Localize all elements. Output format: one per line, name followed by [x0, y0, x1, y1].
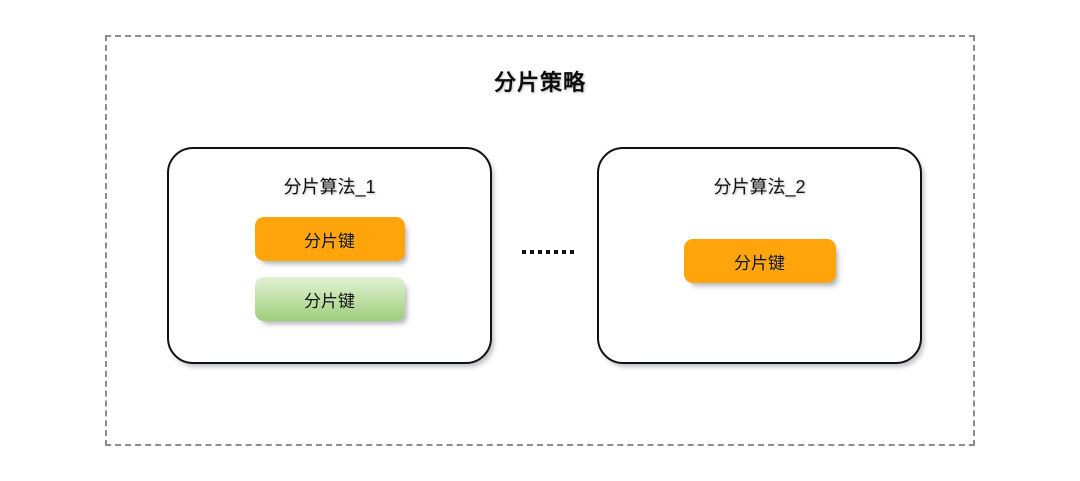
ellipsis-dot [538, 250, 542, 254]
algorithm-card-1[interactable]: 分片算法_1 分片键 分片键 [167, 147, 492, 364]
ellipsis-separator [522, 250, 574, 254]
algorithm-card-1-key-list: 分片键 分片键 [169, 217, 490, 321]
page-title: 分片策略 [493, 70, 586, 95]
ellipsis-dot [522, 250, 526, 254]
shard-key-chip[interactable]: 分片键 [254, 277, 405, 321]
algorithm-card-2[interactable]: 分片算法_2 分片键 [597, 147, 922, 364]
shard-key-chip[interactable]: 分片键 [254, 217, 405, 261]
ellipsis-dot [570, 250, 574, 254]
ellipsis-dot [562, 250, 566, 254]
ellipsis-dot [546, 250, 550, 254]
ellipsis-dot [530, 250, 534, 254]
algorithm-card-1-label: 分片算法_1 [283, 177, 376, 197]
shard-key-chip[interactable]: 分片键 [683, 239, 836, 283]
sharding-strategy-container: 分片策略 分片算法_1 分片键 分片键 分片算法_2 分片键 [105, 35, 975, 446]
algorithm-card-2-label: 分片算法_2 [713, 177, 806, 197]
ellipsis-dot [554, 250, 558, 254]
algorithm-card-2-key-list: 分片键 [599, 239, 920, 283]
